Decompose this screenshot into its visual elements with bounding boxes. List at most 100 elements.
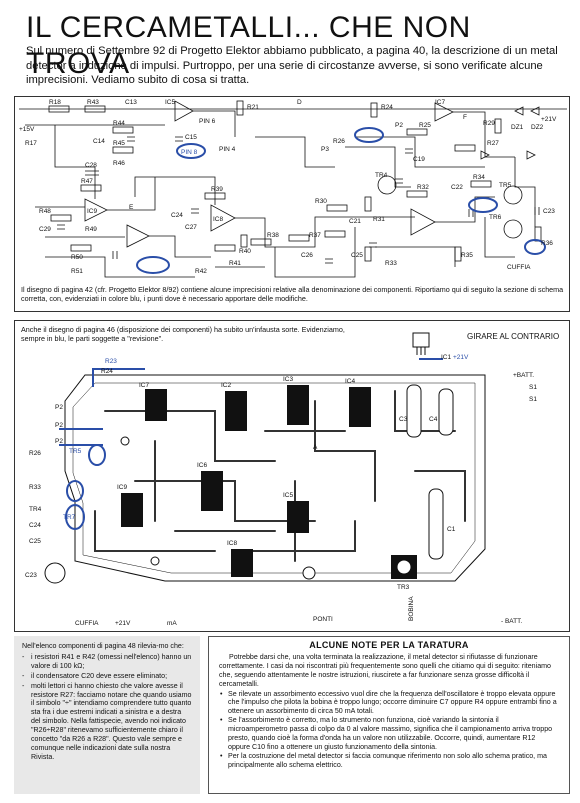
pcb-label-ic1: IC1 bbox=[441, 354, 452, 361]
schem-label-r51: R51 bbox=[71, 268, 83, 275]
pcb-label-p2a: P2 bbox=[55, 404, 63, 411]
notes-panel: ALCUNE NOTE PER LA TARATURA Potrebbe dar… bbox=[208, 636, 570, 794]
schem-label-plus21: +21V bbox=[541, 116, 557, 123]
schem-label-r29: R29 bbox=[483, 120, 495, 127]
pcb-label-ic3: IC3 bbox=[283, 376, 294, 383]
schem-label-ic8: IC8 bbox=[213, 216, 224, 223]
schem-label-c27: C27 bbox=[185, 224, 197, 231]
pcb-label-p2c: P2 bbox=[55, 438, 63, 445]
pcb-label-c3: C3 bbox=[399, 416, 408, 423]
schem-label-r46: R46 bbox=[113, 160, 125, 167]
pcb-label-r26: R26 bbox=[29, 450, 41, 457]
schem-label-r44: R44 bbox=[113, 120, 125, 127]
schem-label-r30: R30 bbox=[315, 198, 327, 205]
errata-item: i resistori R41 e R42 (omessi nell'elenc… bbox=[22, 653, 192, 671]
schem-label-c22: C22 bbox=[451, 184, 463, 191]
schem-label-r24: R24 bbox=[381, 104, 393, 111]
pcb-label-ponti: PONTI bbox=[313, 616, 333, 623]
pcb-label-cuffia: CUFFIA bbox=[75, 620, 99, 627]
schem-label-tr4: TR4 bbox=[375, 172, 388, 179]
article-title: IL CERCAMETALLI... CHE NON TROVA bbox=[26, 11, 471, 80]
pcb-label-a: A bbox=[313, 444, 318, 451]
schem-label-f: F bbox=[463, 114, 467, 121]
errata-item: molti lettori ci hanno chiesto che valor… bbox=[22, 682, 192, 762]
pcb-label-r23: R23 bbox=[105, 358, 117, 365]
pcb-label-tr4: TR4 bbox=[29, 506, 42, 513]
schem-label-r36: R36 bbox=[541, 240, 553, 247]
schem-label-r49: R49 bbox=[85, 226, 97, 233]
notes-paragraph: Potrebbe darsi che, una volta terminata … bbox=[219, 652, 552, 688]
schem-label-r40: R40 bbox=[239, 248, 251, 255]
notes-item: Se l'assorbimento è corretto, ma lo stru… bbox=[219, 716, 559, 752]
schem-label-r45: R45 bbox=[113, 140, 125, 147]
schematic-caption: Il disegno di pagina 42 (cfr. Progetto E… bbox=[21, 285, 564, 303]
pcb-label-ma: mA bbox=[167, 620, 177, 627]
schem-label-r42: R42 bbox=[195, 268, 207, 275]
pcb-caption: Anche il disegno di pagina 46 (disposizi… bbox=[21, 325, 345, 343]
schem-label-r17: R17 bbox=[25, 140, 37, 147]
pcb-label-plus21b: +21V bbox=[115, 620, 131, 627]
pcb-label-c23: C23 bbox=[25, 572, 37, 579]
schem-label-e: E bbox=[129, 204, 134, 211]
errata-intro: Nell'elenco componenti di pagina 48 rile… bbox=[22, 642, 184, 650]
pcb-label-ic4: IC4 bbox=[345, 378, 356, 385]
pcb-figure: R24 R23 P2 P2 P2 R26 TR5 R33 TR4 C24 C25… bbox=[14, 320, 570, 632]
pcb-label-c25: C25 bbox=[29, 538, 41, 545]
notes-item: Se rilevate un assorbimento eccessivo vu… bbox=[219, 690, 559, 717]
pcb-label-tr7: TR7 bbox=[63, 514, 76, 521]
schem-label-dz1: DZ1 bbox=[511, 124, 524, 131]
schem-label-c23: C23 bbox=[543, 208, 555, 215]
schem-label-r39: R39 bbox=[211, 186, 223, 193]
schem-label-ic9: IC9 bbox=[87, 208, 98, 215]
schem-label-p2: P2 bbox=[395, 122, 403, 129]
article-intro: Sul numero di Settembre 92 di Progetto E… bbox=[26, 45, 558, 86]
errata-panel: Nell'elenco componenti di pagina 48 rile… bbox=[14, 636, 200, 794]
schem-label-r41: R41 bbox=[229, 260, 241, 267]
schem-label-r34: R34 bbox=[473, 174, 485, 181]
schem-label-c25: C25 bbox=[351, 252, 363, 259]
pcb-label-c1: C1 bbox=[447, 526, 456, 533]
pcb-label-ic9: IC9 bbox=[117, 484, 128, 491]
schem-label-c19: C19 bbox=[413, 156, 425, 163]
pcb-label-ic8: IC8 bbox=[227, 540, 238, 547]
schem-label-r38: R38 bbox=[267, 232, 279, 239]
pcb-label-batt-plus: +BATT. bbox=[513, 372, 534, 379]
schem-label-r27: R27 bbox=[487, 140, 499, 147]
pcb-label-c4: C4 bbox=[429, 416, 438, 423]
schem-label-dz2: DZ2 bbox=[531, 124, 544, 131]
pcb-label-batt-minus: - BATT. bbox=[501, 618, 522, 625]
schem-label-c14: C14 bbox=[93, 138, 105, 145]
schem-label-r35: R35 bbox=[461, 252, 473, 259]
pcb-label-s1a: S1 bbox=[529, 384, 537, 391]
schem-label-c13: C13 bbox=[125, 99, 137, 106]
schem-label-p3: P3 bbox=[321, 146, 329, 153]
schematic-drawing: R18 R43 C13 IC5 R21 D R24 IC7 R29 +15V +… bbox=[19, 99, 567, 278]
pcb-drawing: R24 R23 P2 P2 P2 R26 TR5 R33 TR4 C24 C25… bbox=[25, 332, 559, 627]
errata-item: il condensatore C20 deve essere eliminat… bbox=[22, 672, 192, 681]
schem-label-cuffia: CUFFIA bbox=[507, 264, 531, 271]
pcb-label-ic2: IC2 bbox=[221, 382, 232, 389]
schem-label-r43: R43 bbox=[87, 99, 99, 106]
pcb-label-r24: R24 bbox=[101, 368, 113, 375]
pcb-label-bobina: BOBINA bbox=[408, 596, 415, 621]
pcb-label-ic5: IC5 bbox=[283, 492, 294, 499]
schem-label-r18: R18 bbox=[49, 99, 61, 106]
pcb-label-ic6: IC6 bbox=[197, 462, 208, 469]
pcb-label-tr5: TR5 bbox=[69, 448, 82, 455]
errata-list: i resistori R41 e R42 (omessi nell'elenc… bbox=[22, 653, 192, 762]
pcb-label-tr3: TR3 bbox=[397, 584, 410, 591]
schem-label-plus15: +15V bbox=[19, 126, 35, 133]
pcb-label-p2b: P2 bbox=[55, 422, 63, 429]
pcb-label-girare: GIRARE AL CONTRARIO bbox=[467, 332, 559, 341]
notes-heading: ALCUNE NOTE PER LA TARATURA bbox=[309, 640, 469, 650]
pcb-label-ic7: IC7 bbox=[139, 382, 150, 389]
schem-label-r48: R48 bbox=[39, 208, 51, 215]
notes-item: Per la costruzione del metal detector si… bbox=[219, 752, 559, 770]
schem-label-r31: R31 bbox=[373, 216, 385, 223]
pcb-label-s1b: S1 bbox=[529, 396, 537, 403]
schematic-figure: R18 R43 C13 IC5 R21 D R24 IC7 R29 +15V +… bbox=[14, 96, 570, 312]
schem-label-pin4: PIN 4 bbox=[219, 146, 236, 153]
schem-label-r32: R32 bbox=[417, 184, 429, 191]
schem-label-pin6: PIN 6 bbox=[199, 118, 216, 125]
pcb-label-r33: R33 bbox=[29, 484, 41, 491]
